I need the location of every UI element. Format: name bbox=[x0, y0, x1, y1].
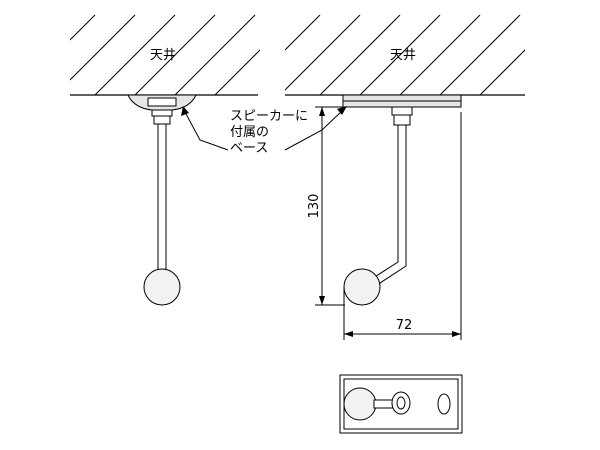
base-callout-line3: ベース bbox=[230, 141, 268, 156]
base-callout: スピーカーに 付属の ベース bbox=[181, 106, 347, 156]
leader-right-arrow bbox=[337, 106, 347, 115]
top-view-ball bbox=[343, 387, 377, 421]
ceiling-hatch-left bbox=[70, 14, 260, 95]
dimension-height-label: 130 bbox=[307, 194, 322, 219]
left-ball bbox=[143, 268, 181, 306]
base-callout-line2: 付属の bbox=[230, 125, 269, 140]
top-view bbox=[339, 374, 463, 434]
ceiling-label-left: 天井 bbox=[150, 48, 176, 63]
left-rod bbox=[157, 123, 167, 271]
left-nut-2 bbox=[153, 115, 171, 125]
base-callout-line1: スピーカーに bbox=[230, 109, 308, 124]
left-base-inner bbox=[147, 97, 177, 107]
dimension-height bbox=[315, 106, 345, 306]
ceiling-hatch-right bbox=[285, 14, 525, 95]
leader-left bbox=[184, 111, 229, 151]
top-view-nut-inner bbox=[396, 396, 406, 410]
right-nut bbox=[391, 106, 413, 116]
dimension-width bbox=[343, 112, 462, 340]
right-nut-2 bbox=[393, 114, 411, 126]
right-rod bbox=[372, 124, 407, 286]
right-ball bbox=[343, 268, 381, 306]
dimension-width-label: 72 bbox=[396, 318, 413, 333]
top-view-rod bbox=[373, 399, 395, 409]
right-speaker-assembly bbox=[342, 94, 462, 306]
ceiling-label-right: 天井 bbox=[390, 48, 416, 63]
left-nut bbox=[151, 109, 173, 117]
top-view-screw-hole bbox=[437, 393, 451, 415]
left-speaker-assembly bbox=[127, 94, 197, 306]
leader-left-arrow bbox=[181, 106, 189, 116]
